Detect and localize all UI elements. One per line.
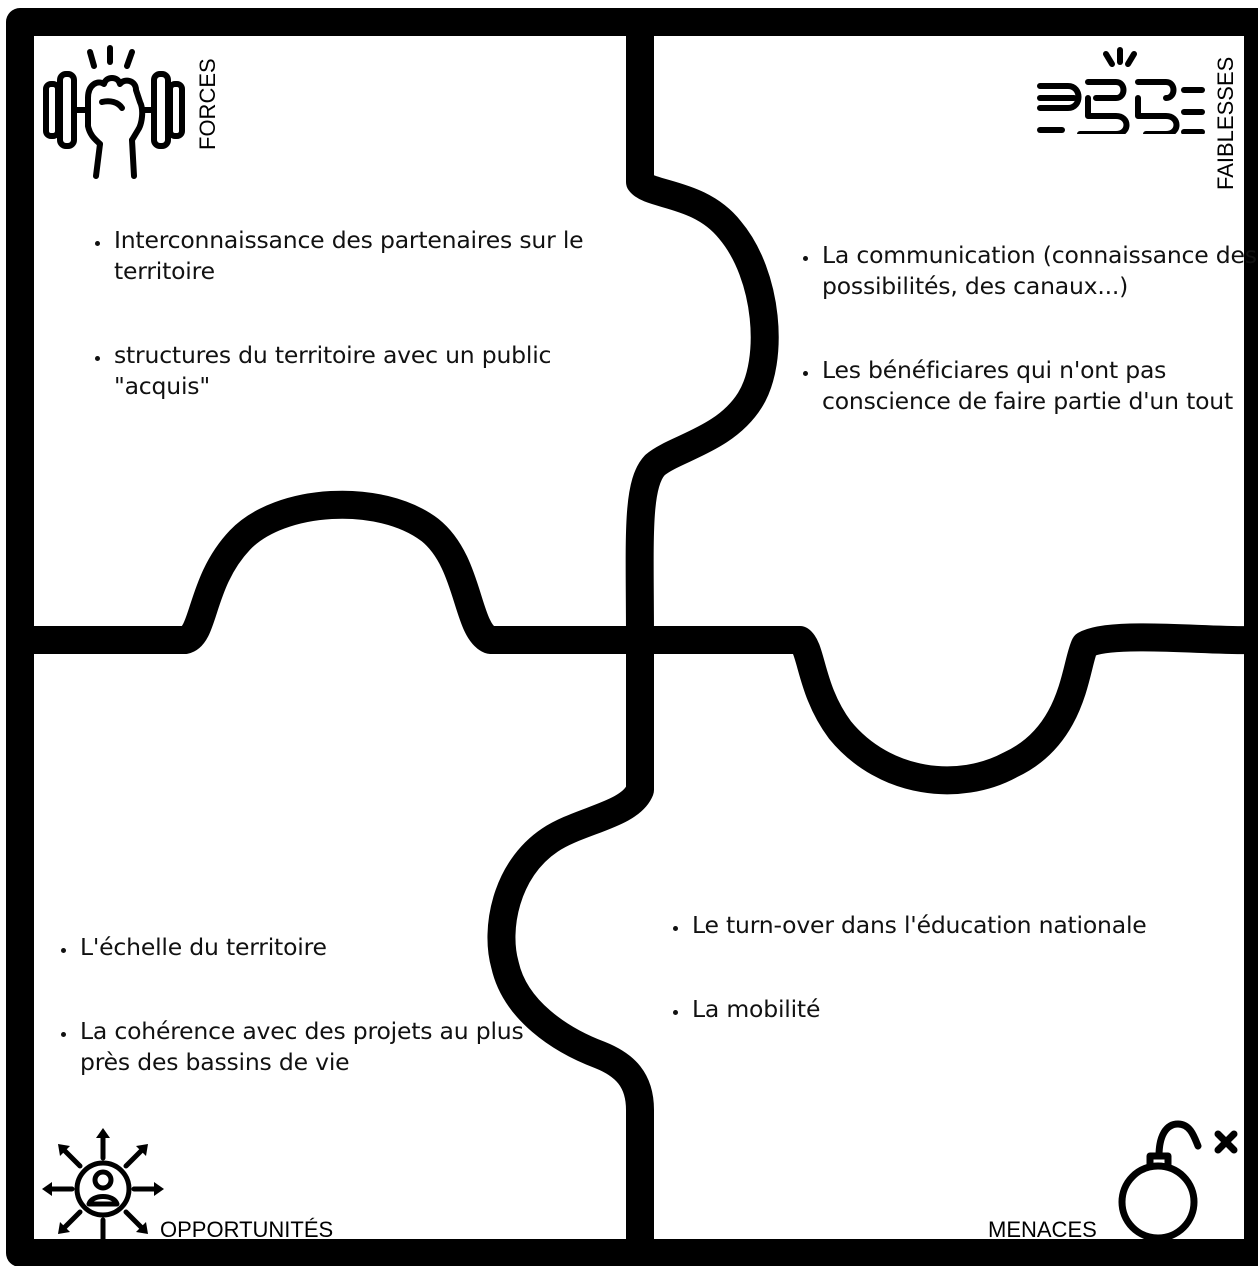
opportunites-item-1: L'échelle du territoire bbox=[78, 932, 548, 963]
strength-fist-dumbbell-icon bbox=[43, 45, 185, 179]
forces-item-2: structures du territoire avec un public … bbox=[112, 340, 632, 402]
faiblesses-item-1: La communication (connaissance des possi… bbox=[820, 240, 1258, 302]
menaces-label: MENACES bbox=[988, 1217, 1097, 1242]
bomb-icon bbox=[1118, 1120, 1238, 1242]
broken-chain-icon bbox=[1037, 47, 1205, 134]
faiblesses-item-2: Les bénéficiares qui n'ont pas conscienc… bbox=[820, 355, 1258, 417]
faiblesses-label: FAIBLESSES bbox=[1213, 56, 1238, 190]
faiblesses-list: La communication (connaissance des possi… bbox=[790, 240, 1258, 417]
forces-item-1: Interconnaissance des partenaires sur le… bbox=[112, 225, 632, 287]
menaces-item-2: La mobilité bbox=[690, 994, 1250, 1025]
menaces-item-1: Le turn-over dans l'éducation nationale bbox=[690, 910, 1250, 941]
opportunites-item-2: La cohérence avec des projets au plus pr… bbox=[78, 1016, 548, 1078]
opportunites-label: OPPORTUNITÉS bbox=[160, 1217, 334, 1242]
horizontal-divider bbox=[6, 490, 1258, 795]
outer-frame bbox=[6, 8, 1258, 1266]
forces-label: FORCES bbox=[195, 58, 220, 150]
menaces-list: Le turn-over dans l'éducation nationale … bbox=[660, 910, 1250, 1025]
vertical-divider bbox=[487, 8, 779, 1266]
forces-list: Interconnaissance des partenaires sur le… bbox=[82, 225, 632, 402]
opportunites-list: L'échelle du territoire La cohérence ave… bbox=[48, 932, 548, 1078]
person-arrows-opportunity-icon bbox=[42, 1128, 164, 1250]
